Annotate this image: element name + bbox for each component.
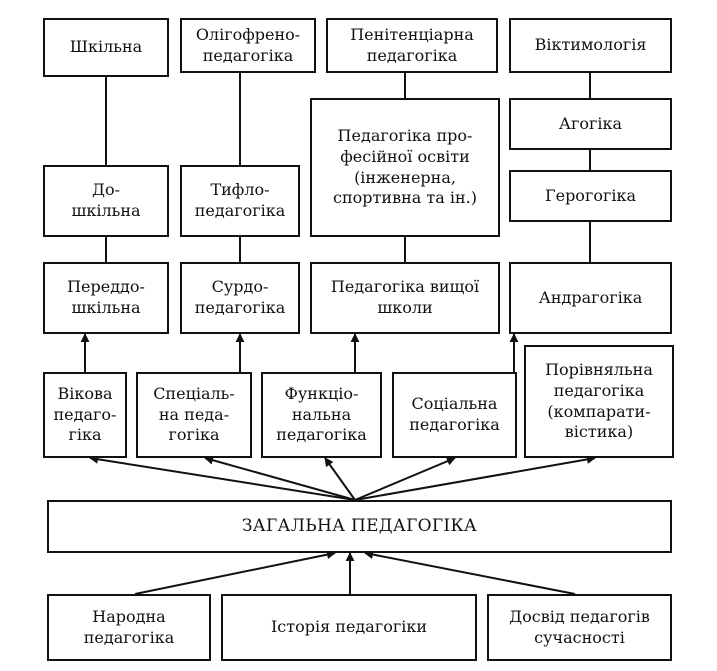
node-narodna: Народна педагогіка [47,594,211,661]
node-shkilna-label: Шкільна [69,37,143,57]
node-shkilna: Шкільна [43,18,169,77]
node-tyflopedahohika-label: Тифло- педагогіка [194,180,286,220]
node-viktymolohiia-label: Віктимологія [534,35,647,55]
node-porivnialna-label: Порівняльна педагогіка (компарати- вісти… [545,359,653,442]
arrow-zahalna-funktsionalna [324,457,356,501]
node-vikova-label: Вікова педаго- гіка [53,383,117,445]
node-spetsialna: Спеціаль- на педа- гогіка [136,372,252,458]
node-ahohika: Агогіка [509,98,672,150]
node-profesiina-osvita: Педагогіка про- фесійної освіти (інженер… [310,98,500,237]
node-herohohika-label: Герогогіка [545,185,636,205]
node-spetsialna-label: Спеціаль- на педа- гогіка [153,383,235,445]
node-penitentsiarna-label: Пенітенціарна педагогіка [350,24,474,65]
node-penitentsiarna: Пенітенціарна педагогіка [326,18,498,73]
node-funktsionalna: Функціо- нальна педагогіка [261,372,382,458]
arrow-zahalna-sotsialna [354,456,456,501]
node-zahalna-label: ЗАГАЛЬНА ПЕДАГОГІКА [241,516,478,537]
node-doshkilna-label: До- шкільна [71,180,141,220]
node-doshkilna: До- шкільна [43,165,169,237]
arrow-zahalna-spetsialna [204,455,356,501]
node-ahohika-label: Агогіка [558,113,623,133]
node-sotsialna-label: Соціальна педагогіка [409,394,500,434]
node-surdopedahohika-label: Сурдо- педагогіка [194,277,286,317]
node-tyflopedahohika: Тифло- педагогіка [180,165,300,237]
node-porivnialna: Порівняльна педагогіка (компарати- вісти… [524,345,674,458]
node-dosvid: Досвід педагогів сучасності [487,594,672,661]
node-herohohika: Герогогіка [509,170,672,222]
node-vyshcha-shkola-label: Педагогіка вищої школи [330,277,480,317]
node-dosvid-label: Досвід педагогів сучасності [509,606,650,647]
node-peredshkilna: Переддо- шкільна [43,262,169,334]
node-zahalna-pedahohika: ЗАГАЛЬНА ПЕДАГОГІКА [47,500,672,553]
node-istoriia-label: Історія педагогіки [270,617,427,637]
node-funktsionalna-label: Функціо- нальна педагогіка [276,383,367,445]
arrow-narodna-zahalna [134,550,336,595]
node-olihofrenopedahohika-label: Олігофрено- педагогіка [195,24,301,65]
arrow-zahalna-porivnialna [354,454,596,501]
node-andrahohika: Андрагогіка [509,262,672,334]
node-viktymolohiia: Віктимологія [509,18,672,73]
node-peredshkilna-label: Переддо- шкільна [67,277,145,317]
node-profesiina-osvita-label: Педагогіка про- фесійної освіти (інженер… [333,125,477,208]
node-vikova: Вікова педаго- гіка [43,372,127,458]
node-sotsialna: Соціальна педагогіка [392,372,517,458]
node-istoriia: Історія педагогіки [221,594,477,661]
node-vyshcha-shkola: Педагогіка вищої школи [310,262,500,334]
node-surdopedahohika: Сурдо- педагогіка [180,262,300,334]
node-andrahohika-label: Андрагогіка [538,287,643,307]
node-narodna-label: Народна педагогіка [83,606,175,647]
node-olihofrenopedahohika: Олігофрено- педагогіка [180,18,316,73]
arrow-dosvid-zahalna [364,550,576,595]
arrow-zahalna-vikova [89,454,356,501]
